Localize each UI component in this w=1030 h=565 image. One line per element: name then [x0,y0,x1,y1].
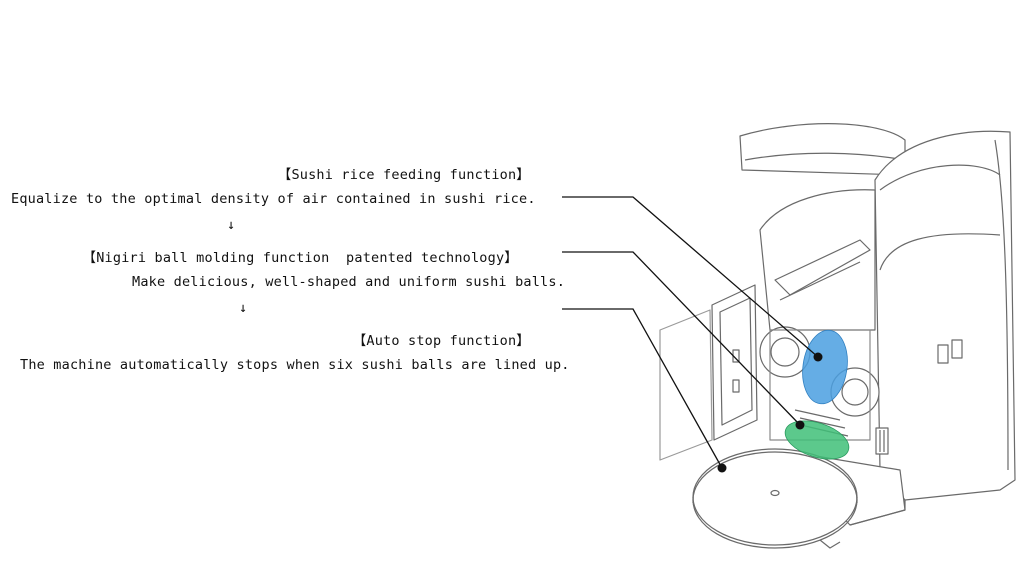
molding-function-description: Make delicious, well-shaped and uniform … [132,274,566,290]
machine-illustration [659,123,1016,549]
feeding-highlight [802,329,848,405]
feeding-callout-dot [813,352,823,362]
feeding-function-description: Equalize to the optimal density of air c… [11,191,536,207]
molding-function-heading: 【Nigiri ball molding function patented t… [82,250,518,266]
auto-stop-callout-dot [717,463,727,473]
feeding-function-heading: 【Sushi rice feeding function】 [277,167,530,183]
flow-arrow: ↓ [227,217,236,233]
auto-stop-function-heading: 【Auto stop function】 [352,333,530,349]
auto-stop-callout-line [562,308,723,469]
feeding-callout-line [562,196,819,358]
auto-stop-function-description: The machine automatically stops when six… [20,357,570,373]
molding-callout-dot [795,420,805,430]
flow-arrow: ↓ [239,300,248,316]
molding-callout-line [562,251,801,426]
molding-highlight [784,420,850,460]
